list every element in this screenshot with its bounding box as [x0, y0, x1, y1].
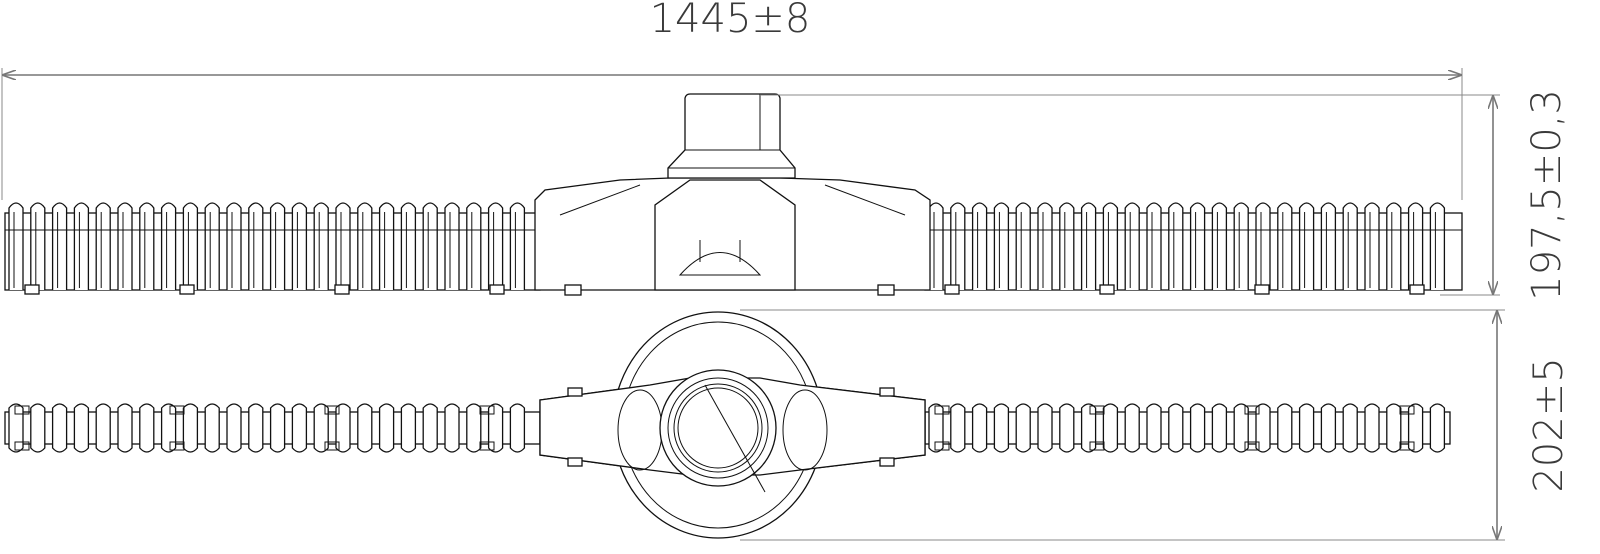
center-housing-side	[534, 93, 931, 296]
height-dimension-label: 197,5±0,3	[1524, 89, 1570, 301]
corrugated-pipe-right-side	[924, 202, 1463, 295]
top-view	[4, 311, 1451, 539]
dimension-side-height: 197,5±0,3	[760, 89, 1570, 301]
corrugated-pipe-left-side	[4, 202, 541, 295]
side-view	[4, 93, 1463, 296]
dimension-top-width: 202±5	[740, 309, 1572, 541]
corrugated-pipe-right-top	[924, 403, 1451, 453]
width-dimension-label: 202±5	[1526, 357, 1572, 492]
dimension-length: 1445±8	[1, 0, 1463, 200]
length-dimension-label: 1445±8	[650, 0, 811, 42]
center-housing-top	[539, 311, 926, 539]
corrugated-pipe-left-top	[4, 403, 541, 453]
